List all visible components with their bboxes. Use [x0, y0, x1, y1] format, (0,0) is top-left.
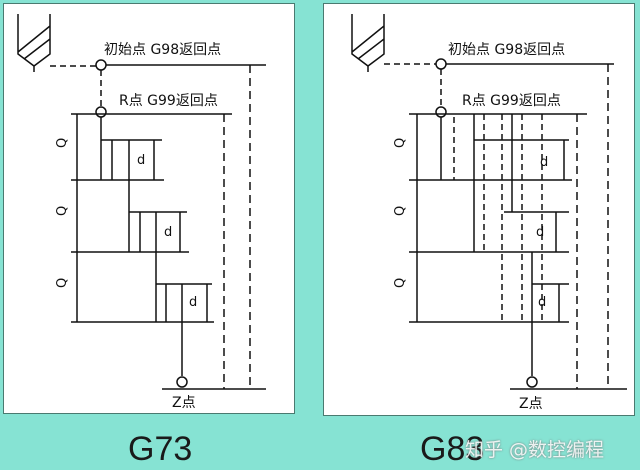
r-point-label: R点 G99返回点 — [462, 93, 561, 109]
svg-text:d: d — [189, 295, 197, 310]
svg-text:Q: Q — [393, 206, 408, 216]
svg-text:d: d — [164, 225, 172, 240]
r-point-label: R点 G99返回点 — [119, 93, 218, 109]
svg-text:Q: Q — [55, 206, 70, 216]
g83-caption: G83 — [420, 430, 485, 468]
initial-point-label: 初始点 G98返回点 — [104, 41, 221, 58]
svg-text:Q: Q — [393, 278, 408, 288]
g83-panel: 初始点 G98返回点 R点 G99返回点 Q Q Q d d d Z点 — [323, 3, 635, 416]
svg-text:d: d — [137, 153, 145, 168]
svg-text:d: d — [536, 225, 544, 240]
svg-text:d: d — [540, 155, 548, 170]
drill-tool-icon — [351, 14, 385, 72]
z-point-label: Z点 — [172, 395, 196, 411]
svg-text:Q: Q — [55, 278, 70, 288]
svg-text:d: d — [538, 295, 546, 310]
initial-point-label: 初始点 G98返回点 — [448, 41, 565, 58]
z-point-label: Z点 — [519, 396, 543, 412]
svg-text:Q: Q — [55, 138, 70, 148]
g83-diagram: 初始点 G98返回点 R点 G99返回点 Q Q Q d d d Z点 — [351, 14, 627, 412]
watermark: 知乎 @数控编程 — [465, 439, 605, 461]
svg-text:Q: Q — [393, 138, 408, 148]
g73-diagram: 初始点 G98返回点 R点 G99返回点 Q Q Q d d d Z点 — [17, 14, 266, 411]
drill-tool-icon — [17, 14, 51, 72]
g73-panel: 初始点 G98返回点 R点 G99返回点 Q Q Q d d d Z点 — [3, 3, 295, 414]
g73-caption: G73 — [128, 430, 193, 468]
